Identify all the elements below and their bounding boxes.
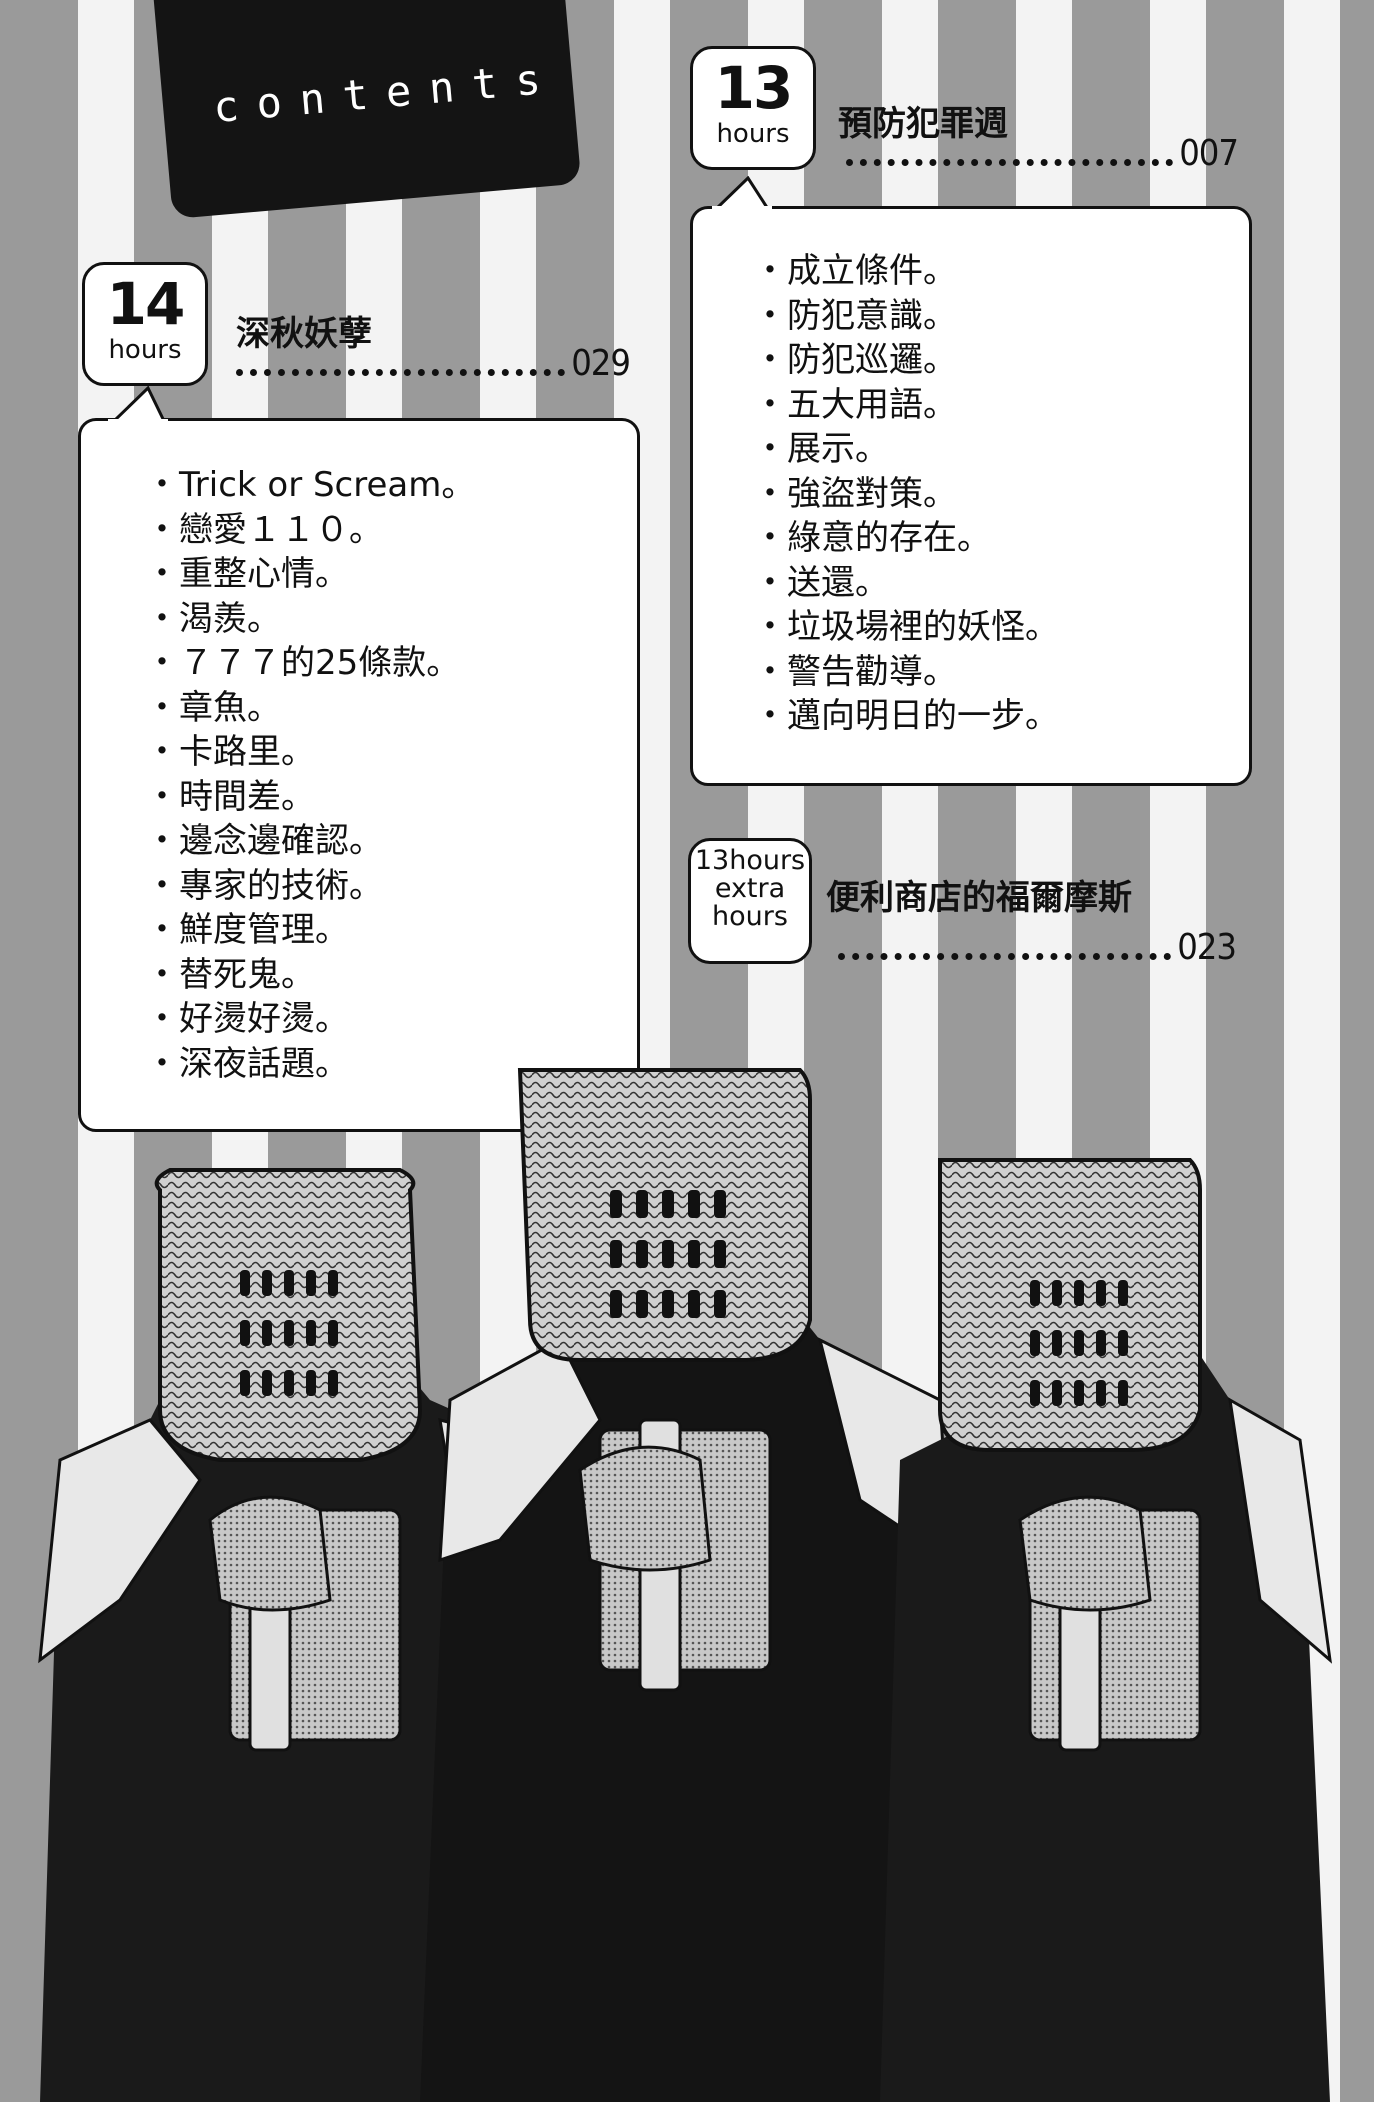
list-item: Trick or Scream。	[145, 463, 475, 508]
list-item: 警告勸導。	[753, 650, 1059, 695]
chapter-14-bubble-tail	[108, 386, 168, 422]
list-item: 五大用語。	[753, 383, 1059, 428]
contents-header: contents	[152, 0, 582, 220]
chapter-14-number: 14	[106, 270, 186, 338]
list-item: ７７７的25條款。	[145, 641, 475, 686]
list-item: 替死鬼。	[145, 953, 475, 998]
chapter-14-badge: 14 hours	[82, 262, 208, 386]
extra-label-line: 13hours	[694, 845, 806, 876]
list-item: 深夜話題。	[145, 1042, 475, 1087]
list-item: 防犯巡邏。	[753, 338, 1059, 383]
figure-center	[420, 1068, 960, 2102]
list-item: 卡路里。	[145, 730, 475, 775]
list-item: 渴羨。	[145, 597, 475, 642]
chapter-13-page[interactable]: 007	[1179, 133, 1239, 174]
leader-dots	[846, 159, 1174, 166]
chapter-14-title[interactable]: 深秋妖孽	[236, 314, 372, 354]
chapter-13-number: 13	[714, 54, 794, 122]
list-item: 邁向明日的一步。	[753, 694, 1059, 739]
list-item: 專家的技術。	[145, 864, 475, 909]
chapter-13-sections-bubble: 成立條件。 防犯意識。 防犯巡邏。 五大用語。 展示。 強盜對策。 綠意的存在。…	[690, 206, 1252, 786]
chapter-13-extra-title[interactable]: 便利商店的福爾摩斯	[826, 878, 1132, 918]
chapter-14-sections-bubble: Trick or Scream。 戀愛１１０。 重整心情。 渴羨。 ７７７的25…	[78, 418, 640, 1132]
list-item: 重整心情。	[145, 552, 475, 597]
figure-right	[880, 1158, 1333, 2102]
leader-dots	[236, 369, 566, 376]
list-item: 鮮度管理。	[145, 908, 475, 953]
chapter-13-extra-leader: 023	[838, 927, 1237, 968]
chapter-13-leader: 007	[846, 133, 1239, 174]
illustration-three-komuso-figures	[38, 1068, 1333, 2102]
list-item: 成立條件。	[753, 249, 1059, 294]
page-margin	[1374, 0, 1400, 2102]
list-item: 防犯意識。	[753, 294, 1059, 339]
list-item: 綠意的存在。	[753, 516, 1059, 561]
chapter-14-page[interactable]: 029	[571, 343, 631, 384]
list-item: 送還。	[753, 561, 1059, 606]
chapter-13-title[interactable]: 預防犯罪週	[838, 104, 1008, 144]
chapter-14-unit: hours	[108, 335, 182, 365]
chapter-13-bubble-tail	[712, 176, 772, 210]
chapter-13-extra-page[interactable]: 023	[1177, 927, 1237, 968]
chapter-14-section-list: Trick or Scream。 戀愛１１０。 重整心情。 渴羨。 ７７７的25…	[145, 463, 475, 1086]
chapter-13-extra-badge: 13hours extra hours	[688, 838, 812, 964]
chapter-13-unit: hours	[716, 119, 790, 149]
chapter-13-section-list: 成立條件。 防犯意識。 防犯巡邏。 五大用語。 展示。 強盜對策。 綠意的存在。…	[753, 249, 1059, 739]
leader-dots	[838, 953, 1172, 960]
list-item: 邊念邊確認。	[145, 819, 475, 864]
list-item: 強盜對策。	[753, 472, 1059, 517]
list-item: 章魚。	[145, 686, 475, 731]
list-item: 展示。	[753, 427, 1059, 472]
chapter-14-leader: 029	[236, 343, 631, 384]
list-item: 好燙好燙。	[145, 997, 475, 1042]
extra-label-line: extra	[714, 873, 786, 904]
list-item: 垃圾場裡的妖怪。	[753, 605, 1059, 650]
chapter-13-badge: 13 hours	[690, 46, 816, 170]
contents-label: contents	[211, 53, 561, 133]
extra-label-line: hours	[712, 901, 788, 932]
list-item: 戀愛１１０。	[145, 508, 475, 553]
list-item: 時間差。	[145, 775, 475, 820]
